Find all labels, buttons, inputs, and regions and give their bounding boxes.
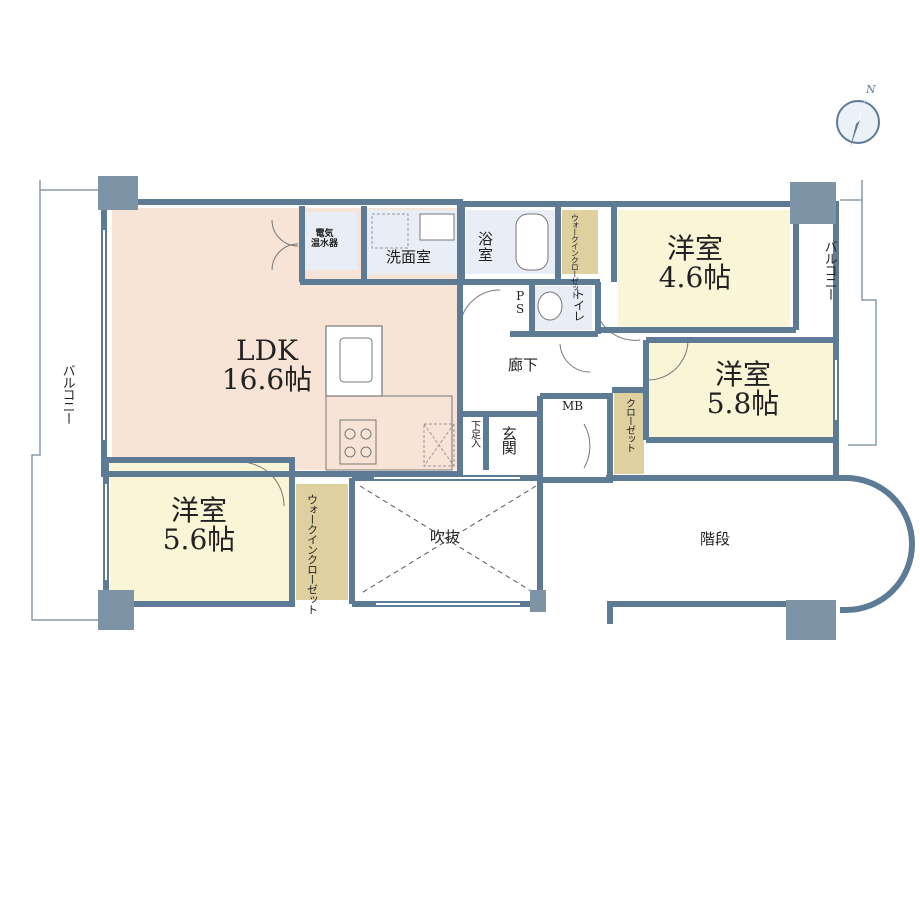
wic-sw-fill — [296, 484, 348, 600]
bedroom-e: 洋室 5.8帖 — [688, 360, 798, 419]
water-heater-label-a: 電気 — [315, 229, 334, 239]
bed-nw-fill — [618, 210, 790, 328]
bed-e-fill — [648, 340, 834, 438]
bedroom-nw-name: 洋室 — [666, 232, 723, 265]
ldk-size: 16.6帖 — [221, 363, 313, 397]
fridge-space — [423, 423, 455, 467]
void-label: 吹抜 — [430, 528, 461, 546]
wic-sw-label-a: ウォークイン — [305, 494, 319, 554]
door-bed-e — [647, 339, 689, 381]
wic-top-label-b: クローゼット — [570, 256, 580, 298]
toilet-bowl — [537, 291, 563, 321]
void-cross — [359, 485, 537, 595]
bedroom-sw: 洋室 5.6帖 — [144, 496, 254, 555]
bath-label-a: 浴 — [478, 230, 494, 248]
water-heater-label-b: 温水器 — [311, 238, 339, 249]
bedroom-nw: 洋室 4.6帖 — [640, 234, 750, 293]
pillar-se — [786, 600, 836, 640]
closet-e-fill — [614, 392, 644, 474]
wall-stairs — [607, 601, 790, 624]
door-ldk-top — [271, 219, 299, 247]
stair-curve — [836, 475, 915, 613]
bath-label-b: 室 — [478, 245, 494, 264]
pillar-mid — [530, 590, 546, 612]
water-heater-label: 電気 温水器 — [311, 229, 339, 250]
balcony-right-label: バルコニー — [821, 240, 837, 300]
pillars — [98, 176, 836, 640]
washer-space — [371, 213, 409, 249]
door-bed-nw — [599, 319, 641, 341]
ps-label: P S — [516, 290, 524, 315]
bedroom-sw-name: 洋室 — [170, 494, 227, 527]
balcony-left-label: バルコニー — [59, 364, 75, 424]
ldk-room: LDK 16.6帖 — [212, 336, 322, 395]
door-corridor — [459, 289, 501, 327]
wic-sw-label-b: クローゼット — [305, 554, 319, 614]
mb-label: MB — [562, 399, 584, 413]
pillar-ne — [790, 182, 836, 224]
shoebox-label: 下足入 — [468, 420, 480, 447]
bedroom-nw-size: 4.6帖 — [658, 261, 732, 295]
entrance-label: 玄関 — [499, 426, 518, 454]
compass-icon — [836, 96, 880, 148]
bedroom-e-size: 5.8帖 — [706, 387, 780, 421]
bathtub — [515, 213, 549, 271]
left-balcony-outline — [31, 180, 100, 621]
walls — [101, 199, 839, 624]
closet-e-label: クローゼット — [623, 398, 635, 452]
wall-mb — [537, 393, 613, 483]
bed-sw-fill — [110, 462, 290, 602]
ps-label-s: S — [516, 301, 525, 316]
wic-sw-label: ウォークイン クローゼット — [305, 494, 319, 614]
stove-icon — [339, 419, 377, 465]
corridor-label: 廊下 — [508, 356, 539, 374]
ldk-name: LDK — [236, 334, 298, 367]
ps-label-p: P — [516, 289, 525, 303]
door-ldk-top-2 — [271, 243, 299, 271]
wic-top-label: ウォークイン クローゼット — [570, 214, 580, 298]
washroom-label: 洗面室 — [386, 248, 432, 266]
kitchen-sink — [339, 337, 373, 383]
washbasin — [419, 213, 455, 241]
balcony-outlines — [31, 180, 877, 621]
door-toilet — [559, 343, 591, 373]
compass-north-label: N — [866, 83, 876, 96]
bedroom-sw-size: 5.6帖 — [162, 523, 236, 557]
windows — [103, 230, 837, 605]
bedroom-e-name: 洋室 — [714, 358, 771, 391]
water-heater-fill — [305, 212, 357, 270]
right-balcony-outline — [840, 180, 877, 446]
kitchen-counter — [325, 395, 453, 471]
stairs-label: 階段 — [700, 530, 731, 548]
pillar-sw — [98, 590, 134, 630]
wic-top-label-a: ウォークイン — [570, 214, 580, 256]
toilet-label: トイレ — [571, 288, 586, 321]
wic-top-fill — [562, 210, 598, 274]
bath-label: 浴 室 — [478, 230, 494, 264]
door-entrance — [583, 423, 591, 469]
pillar-nw — [98, 176, 138, 210]
